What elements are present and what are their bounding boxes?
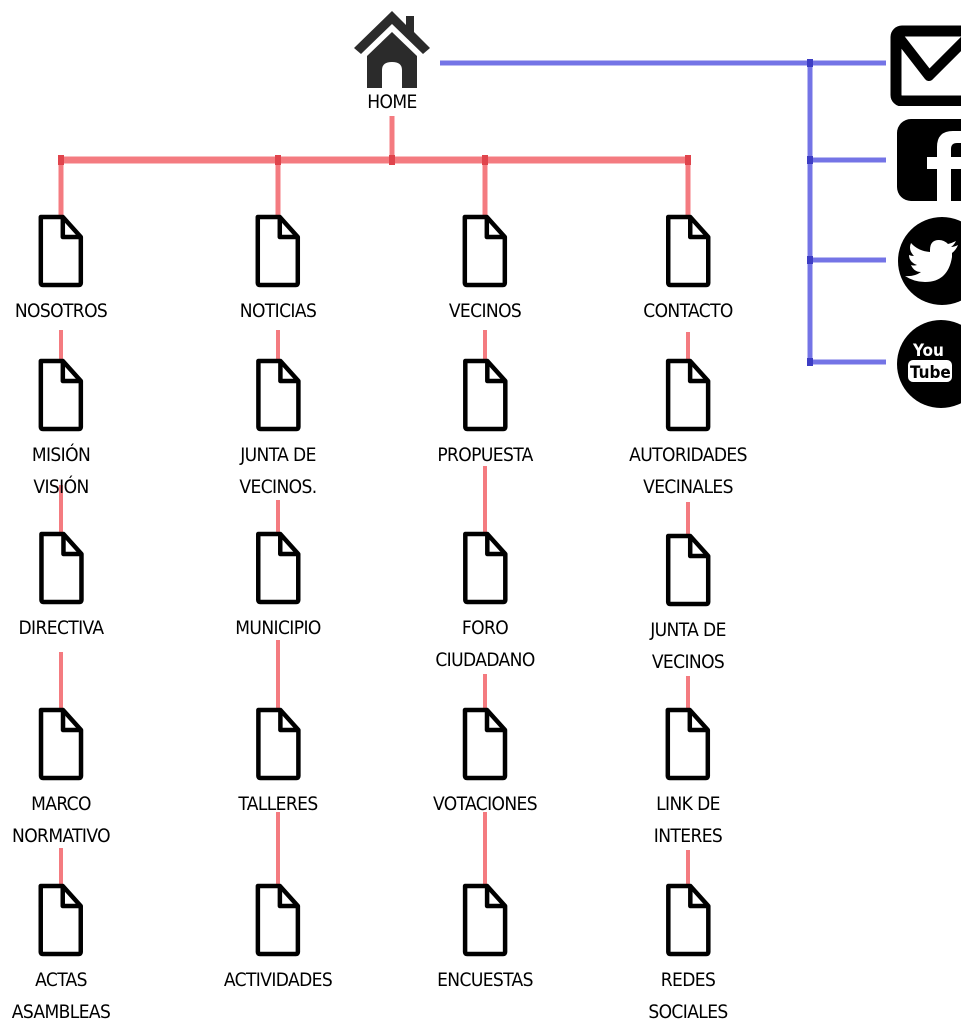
document-icon [665, 214, 711, 288]
document-icon [255, 358, 301, 432]
document-icon [38, 531, 84, 605]
node-label: LINK DE INTERES [653, 793, 723, 847]
node-foro-ciudadano: FORO CIUDADANO [435, 530, 535, 676]
node-label: DIRECTIVA [18, 617, 104, 639]
node-label: VOTACIONES [433, 793, 538, 815]
document-icon [462, 531, 508, 605]
node-label: JUNTA DE VECINOS [650, 619, 726, 673]
node-autoridades-vecinales: AUTORIDADES VECINALES [629, 357, 747, 503]
document-icon [462, 214, 508, 288]
hierarchy-junction [389, 155, 395, 165]
node-talleres: TALLERES [238, 706, 318, 820]
node-link-de-interes: LINK DE INTERES [653, 706, 723, 852]
node-label: ACTAS ASAMBLEAS [11, 969, 111, 1023]
document-icon [255, 883, 301, 957]
youtube-you-text: You [912, 341, 944, 361]
node-label: FORO CIUDADANO [435, 617, 535, 671]
node-actas-asambleas: ACTAS ASAMBLEAS [12, 882, 111, 1027]
document-icon [255, 707, 301, 781]
node-junta-de-vecinos-2: JUNTA DE VECINOS [650, 532, 726, 678]
document-icon [38, 883, 84, 957]
home-icon [354, 11, 430, 88]
node-nosotros: NOSOTROS [14, 213, 108, 327]
node-label: TALLERES [238, 793, 318, 815]
email-icon [889, 24, 961, 111]
node-label: JUNTA DE VECINOS. [239, 444, 317, 498]
document-icon [665, 707, 711, 781]
document-icon [38, 358, 84, 432]
node-label: VECINOS [448, 300, 522, 322]
document-icon [665, 533, 711, 607]
node-encuestas: ENCUESTAS [437, 882, 534, 996]
node-votaciones: VOTACIONES [433, 706, 538, 820]
node-propuesta: PROPUESTA [437, 357, 533, 471]
document-icon [665, 358, 711, 432]
node-label: MARCO NORMATIVO [12, 793, 111, 847]
node-municipio: MUNICIPIO [235, 530, 321, 644]
document-icon [255, 531, 301, 605]
social-junction [807, 156, 813, 164]
node-redes-sociales: REDES SOCIALES [648, 882, 728, 1027]
node-label: NOTICIAS [239, 300, 317, 322]
node-directiva: DIRECTIVA [18, 530, 104, 644]
social-junction [807, 256, 813, 264]
document-icon [462, 883, 508, 957]
hierarchy-junction [275, 155, 281, 165]
node-label: ENCUESTAS [437, 969, 533, 991]
node-label: AUTORIDADES VECINALES [629, 444, 747, 498]
node-vecinos: VECINOS [448, 213, 522, 327]
document-icon [462, 707, 508, 781]
node-label: MUNICIPIO [235, 617, 321, 639]
node-contacto: CONTACTO [643, 213, 733, 327]
document-icon [665, 883, 711, 957]
node-junta-de-vecinos: JUNTA DE VECINOS. [239, 357, 317, 503]
twitter-icon [896, 215, 961, 312]
social-junction [807, 358, 813, 366]
node-label: REDES SOCIALES [648, 969, 728, 1023]
hierarchy-junction [685, 155, 691, 165]
home-node: HOME [352, 8, 432, 116]
node-marco-normativo: MARCO NORMATIVO [12, 706, 111, 852]
document-icon [38, 707, 84, 781]
node-actividades: ACTIVIDADES [223, 882, 333, 996]
document-icon [38, 214, 84, 288]
document-icon [462, 358, 508, 432]
hierarchy-junction [58, 155, 64, 165]
social-junction [807, 59, 813, 67]
youtube-icon: You Tube [895, 318, 961, 417]
node-label: PROPUESTA [437, 444, 533, 466]
home-label: HOME [367, 91, 417, 113]
node-noticias: NOTICIAS [239, 213, 317, 327]
node-mision-vision: MISIÓN VISIÓN [31, 357, 91, 503]
node-label: NOSOTROS [14, 300, 108, 322]
document-icon [255, 214, 301, 288]
node-label: CONTACTO [643, 300, 733, 322]
hierarchy-junction [482, 155, 488, 165]
youtube-tube-text: Tube [910, 363, 951, 383]
facebook-icon [895, 117, 961, 208]
node-label: ACTIVIDADES [223, 969, 333, 991]
node-label: MISIÓN VISIÓN [31, 444, 91, 498]
